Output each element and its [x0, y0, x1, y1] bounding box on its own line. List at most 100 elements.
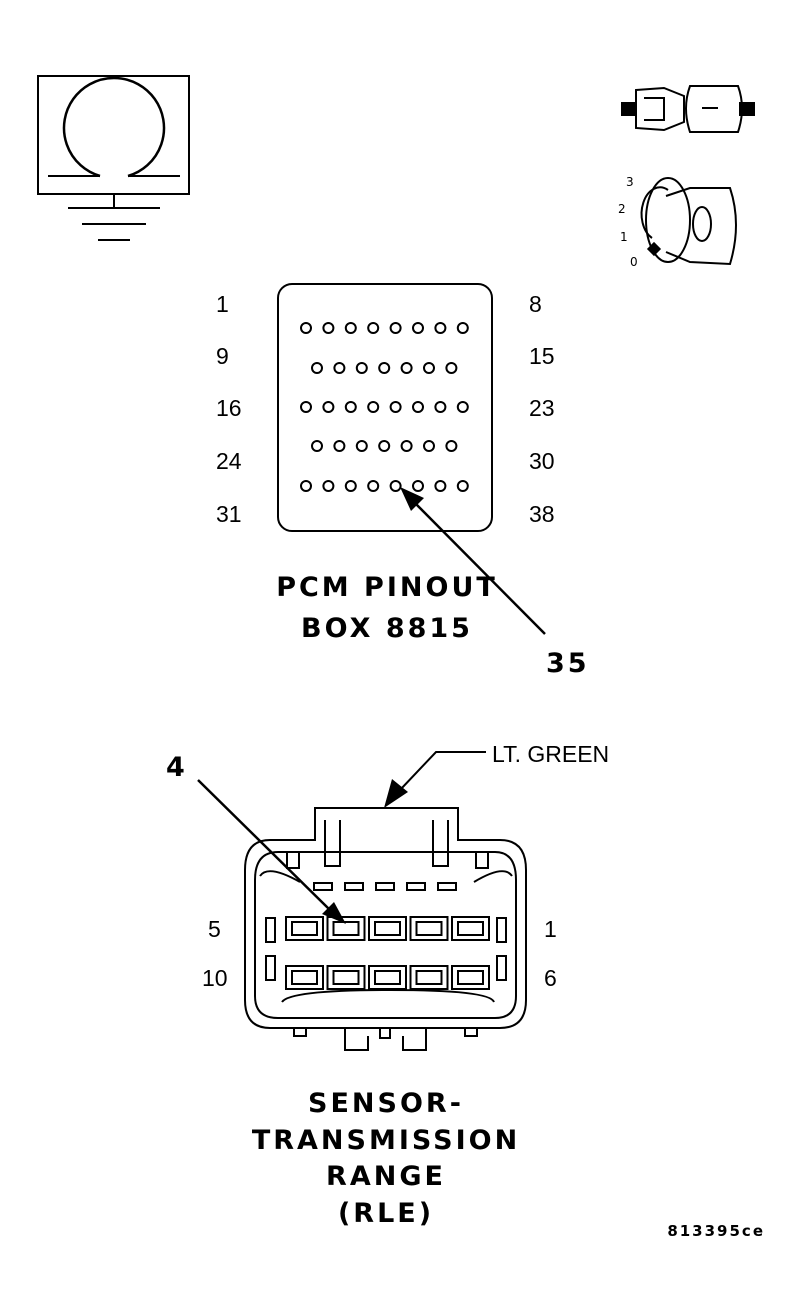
rle-terminal	[451, 965, 490, 990]
pcm-pin	[355, 440, 368, 452]
ohmmeter-icon	[37, 75, 190, 241]
pcm-label-left: 24	[216, 448, 242, 474]
pcm-pin	[311, 440, 323, 452]
pcm-pin	[322, 401, 335, 413]
pcm-label-left: 31	[216, 501, 242, 527]
pcm-pin	[400, 440, 413, 452]
pcm-pin	[322, 322, 335, 334]
rle-terminal-inner	[291, 970, 318, 985]
pcm-pin	[412, 322, 424, 334]
pcm-pin	[300, 401, 312, 413]
pcm-label-right: 38	[529, 501, 555, 527]
pcm-pin	[389, 322, 402, 334]
pcm-title-line1: PCM PINOUT	[276, 572, 498, 603]
rle-connector-body	[244, 807, 527, 1051]
rle-title-line2: TRANSMISSION	[252, 1125, 520, 1156]
rle-title-line4: (RLE)	[338, 1198, 434, 1229]
rle-pin-grid	[285, 882, 490, 990]
rle-label-right: 1	[544, 916, 557, 942]
rle-terminal	[326, 965, 366, 990]
pcm-connector-body	[277, 283, 493, 532]
pcm-pin	[445, 362, 458, 374]
pcm-pin	[300, 322, 312, 334]
rle-latch-slot	[344, 882, 364, 891]
rle-terminal	[409, 916, 449, 941]
rle-terminal	[368, 965, 407, 990]
rle-callout-pin: 4	[166, 752, 188, 783]
pcm-label-right: 15	[529, 343, 555, 369]
pcm-pin	[456, 322, 469, 334]
pcm-pin	[456, 480, 469, 492]
rle-terminal	[285, 965, 324, 990]
rle-terminal-inner	[415, 921, 443, 936]
ignition-pos-2: 2	[618, 202, 626, 216]
pcm-pin	[456, 401, 469, 413]
pcm-pin	[367, 480, 380, 492]
pcm-label-right: 8	[529, 291, 542, 317]
pcm-pin	[367, 322, 380, 334]
pcm-label-left: 1	[216, 291, 229, 317]
pcm-pin	[378, 362, 391, 374]
rle-terminal-inner	[332, 921, 360, 936]
pcm-pin	[333, 440, 346, 452]
ignition-pos-3: 3	[626, 175, 634, 189]
pcm-pin	[434, 480, 447, 492]
pcm-pin	[344, 322, 357, 334]
rle-wire-leader	[384, 751, 486, 808]
pcm-pin	[344, 480, 357, 492]
figure-id: 813395ce	[667, 1222, 765, 1240]
rle-terminal-inner	[374, 921, 401, 936]
rle-wire-label: LT. GREEN	[492, 741, 609, 767]
pcm-pin	[434, 322, 447, 334]
pcm-pin	[445, 440, 458, 452]
rle-latch-slot	[375, 882, 395, 891]
pcm-pin	[344, 401, 357, 413]
rle-terminal	[285, 916, 324, 941]
ignition-pos-0: 0	[630, 255, 638, 269]
rle-label-left: 5	[208, 916, 221, 942]
rle-title-line1: SENSOR-	[308, 1088, 464, 1119]
rle-terminal-inner	[457, 970, 484, 985]
pcm-callout-arrow	[400, 487, 546, 635]
rle-terminal-inner	[374, 970, 401, 985]
pcm-pin	[423, 440, 435, 452]
pcm-pin	[400, 362, 413, 374]
ignition-pos-1: 1	[620, 230, 628, 244]
pcm-pin	[322, 480, 335, 492]
ignition-key-icon: 3 2 1 0	[618, 175, 737, 269]
rle-label-left: 10	[202, 965, 228, 991]
rle-latch-slot	[313, 882, 333, 891]
pcm-pin	[434, 401, 447, 413]
rle-terminal-inner	[332, 970, 360, 985]
pcm-pin	[389, 480, 402, 492]
rle-terminal	[409, 965, 449, 990]
pcm-title-line2: BOX 8815	[301, 613, 473, 644]
rle-title-line3: RANGE	[326, 1161, 446, 1192]
pcm-label-left: 16	[216, 395, 242, 421]
rle-label-right: 6	[544, 965, 557, 991]
pcm-pin-grid	[300, 322, 469, 492]
rle-latch-slot	[406, 882, 426, 891]
pcm-pin	[355, 362, 368, 374]
pcm-pin	[378, 440, 391, 452]
pcm-pin	[367, 401, 380, 413]
rle-terminal	[368, 916, 407, 941]
pcm-label-right: 30	[529, 448, 555, 474]
pcm-label-left: 9	[216, 343, 229, 369]
pcm-pin	[389, 401, 402, 413]
rle-terminal	[326, 916, 366, 941]
rle-callout-arrow	[197, 779, 346, 924]
pcm-pin	[300, 480, 312, 492]
pcm-pin	[333, 362, 346, 374]
pcm-pin	[412, 401, 424, 413]
rle-terminal-inner	[415, 970, 443, 985]
pcm-label-right: 23	[529, 395, 555, 421]
pcm-callout-pin: 35	[546, 648, 590, 679]
pcm-pin	[311, 362, 323, 374]
rle-terminal	[451, 916, 490, 941]
connector-disconnect-icon	[621, 85, 755, 133]
rle-terminal-inner	[291, 921, 318, 936]
pcm-pin	[423, 362, 435, 374]
rle-terminal-inner	[457, 921, 484, 936]
